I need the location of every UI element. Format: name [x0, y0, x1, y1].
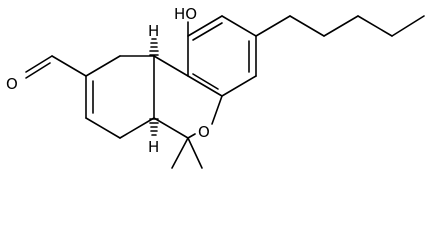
bond [323, 15, 359, 37]
pyran-ring [153, 55, 223, 169]
bond [187, 75, 223, 97]
bond [255, 15, 291, 37]
bond [221, 75, 257, 97]
hydroxyl-label: HO [174, 5, 197, 23]
methyl-bond [187, 137, 203, 169]
stereo-h-bottom-label: H [148, 138, 159, 156]
bond [391, 15, 425, 37]
bond [51, 55, 87, 77]
cyclohexene-ring [85, 55, 155, 139]
stereo-hash-bottom [149, 118, 159, 136]
bond [211, 95, 223, 125]
bond [85, 55, 121, 77]
bond [187, 133, 196, 139]
ring-oxygen-label: O [198, 123, 210, 141]
stereo-hash-top [149, 38, 159, 56]
aldehyde-oxygen-label: O [6, 75, 18, 93]
pentyl-chain [255, 15, 425, 37]
bond [85, 117, 121, 139]
carbonyl-bond-inner [25, 62, 51, 79]
double-bond-inner [192, 22, 223, 41]
double-bond-inner [192, 73, 219, 90]
bond [119, 117, 155, 139]
bond [187, 15, 223, 37]
bond [289, 15, 325, 37]
methyl-bond [171, 137, 189, 169]
bond [153, 55, 189, 77]
molecule-structure-diagram: HO O O H H [6, 5, 425, 169]
stereo-h-top-label: H [148, 22, 159, 40]
aromatic-ring [187, 15, 257, 97]
aldehyde-group [25, 55, 87, 79]
bond [153, 117, 189, 139]
carbonyl-bond [25, 55, 53, 73]
molecule-svg: HO O O H H [6, 5, 425, 169]
bond [357, 15, 393, 37]
bond [221, 15, 257, 37]
